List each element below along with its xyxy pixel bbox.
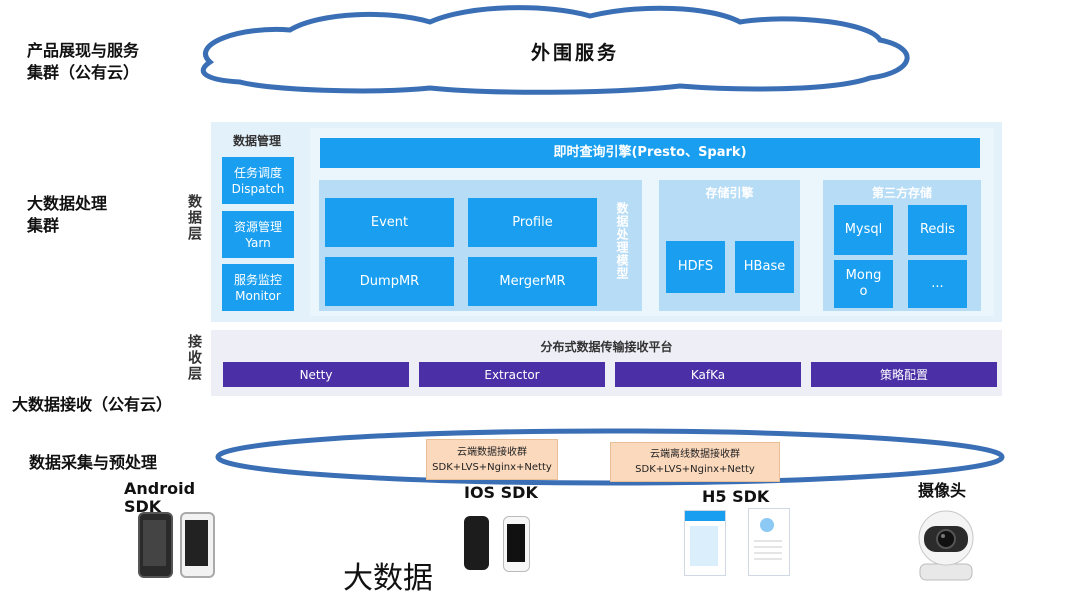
monitor-box: 服务监控 Monitor	[222, 264, 294, 311]
cloud-offline-sub: SDK+LVS+Nginx+Netty	[635, 464, 755, 475]
android-label: Android SDK	[124, 479, 196, 516]
storage-title: 存储引擎	[705, 186, 754, 200]
ios-label: IOS SDK	[464, 483, 538, 502]
cloud-offline-title: 云端离线数据接收群	[650, 449, 740, 460]
cloud-offline-cluster: 云端离线数据接收群 SDK+LVS+Nginx+Netty	[610, 442, 780, 482]
mongo-box: Mong o	[834, 260, 893, 308]
camera-label: 摄像头	[918, 481, 967, 500]
h5-screen-2-dot	[760, 518, 774, 532]
label-product-cluster: 产品展现与服务 集群（公有云）	[27, 41, 140, 82]
hdfs-box: HDFS	[666, 241, 725, 293]
strategy-config-box: 策略配置	[811, 362, 997, 387]
label-bigdata-process: 大数据处理 集群	[27, 194, 108, 235]
top-cloud	[200, 5, 910, 95]
dumpmr-box: DumpMR	[325, 257, 454, 306]
extractor-box: Extractor	[419, 362, 605, 387]
watermark-text: 大数据	[343, 561, 433, 596]
kafka-box: KafKa	[615, 362, 801, 387]
processing-model-label: 数据处理模型	[615, 202, 629, 280]
data-layer-label: 数据层	[186, 194, 202, 242]
mergermr-box: MergerMR	[468, 257, 597, 306]
receive-layer-label: 接收层	[186, 334, 202, 382]
cloud-receive-sub: SDK+LVS+Nginx+Netty	[432, 461, 552, 473]
yarn-box: 资源管理 Yarn	[222, 211, 294, 258]
h5-screen-2-lines	[754, 540, 782, 564]
cloud-receive-cluster: 云端数据接收群 SDK+LVS+Nginx+Netty	[426, 439, 558, 480]
cloud-receive-title: 云端数据接收群	[457, 446, 527, 458]
redis-box: Redis	[908, 205, 967, 255]
android-phone-white-screen	[185, 520, 208, 566]
dispatch-box: 任务调度 Dispatch	[222, 157, 294, 204]
event-box: Event	[325, 198, 454, 247]
label-collect: 数据采集与预处理	[29, 453, 158, 472]
mysql-box: Mysql	[834, 205, 893, 255]
label-bigdata-receive: 大数据接收（公有云）	[12, 395, 173, 414]
h5-screen-1-content	[690, 526, 718, 566]
hbase-box: HBase	[735, 241, 794, 293]
netty-box: Netty	[223, 362, 409, 387]
h5-label: H5 SDK	[702, 487, 770, 506]
iphone-white-screen	[507, 524, 525, 562]
more-box: ...	[908, 260, 967, 308]
android-phone-black-screen	[143, 520, 166, 566]
receive-title: 分布式数据传输接收平台	[540, 340, 673, 354]
h5-screen-1-header	[685, 511, 725, 521]
iphone-black	[464, 516, 489, 570]
management-title: 数据管理	[232, 134, 281, 148]
query-engine-bar: 即时查询引擎(Presto、Spark)	[320, 138, 980, 168]
third-party-title: 第三方存储	[871, 186, 932, 200]
cloud-title: 外围服务	[530, 42, 619, 64]
profile-box: Profile	[468, 198, 597, 247]
camera-icon	[914, 504, 978, 584]
